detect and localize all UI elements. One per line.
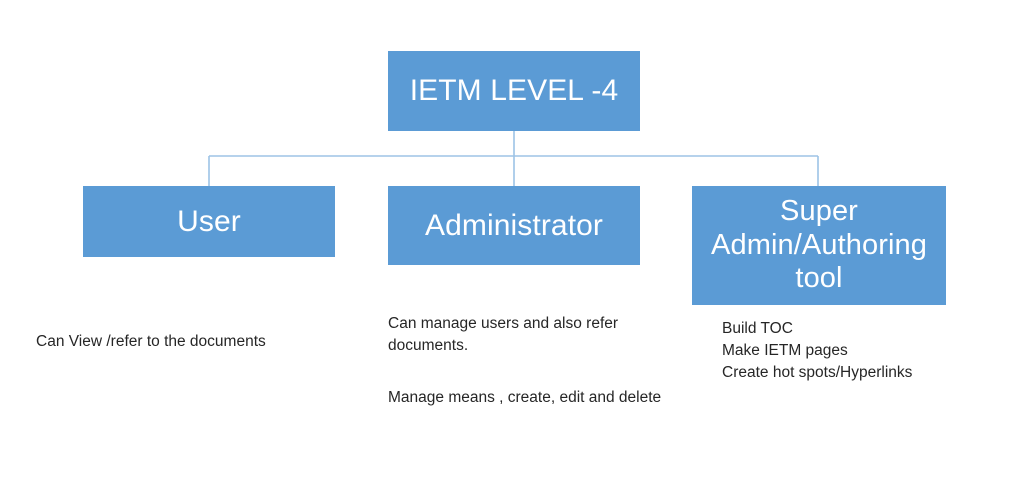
node-user[interactable]: User <box>83 186 335 257</box>
node-ietm-level-4[interactable]: IETM LEVEL -4 <box>388 51 640 131</box>
caption-super-admin: Build TOC Make IETM pages Create hot spo… <box>722 320 913 381</box>
node-super-admin-authoring-tool[interactable]: Super Admin/Authoring tool <box>692 186 946 305</box>
node-administrator[interactable]: Administrator <box>388 186 640 265</box>
caption-administrator-primary: Can manage users and also refer document… <box>388 315 619 354</box>
caption-administrator-secondary: Manage means , create, edit and delete <box>388 389 662 406</box>
caption-user: Can View /refer to the documents <box>36 333 266 350</box>
